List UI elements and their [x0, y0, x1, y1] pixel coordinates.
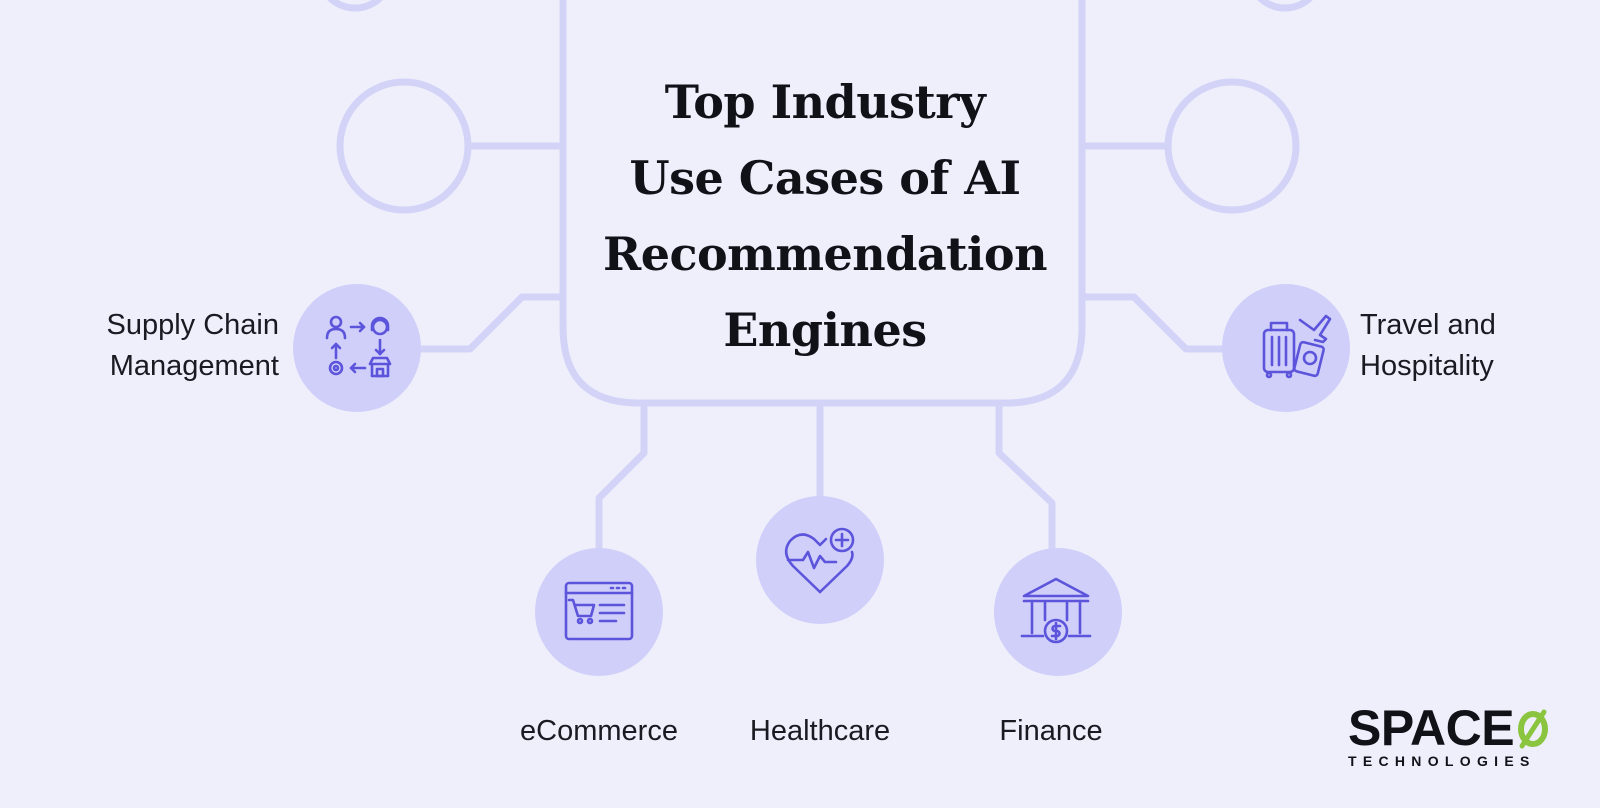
travel-label-line-2: Hospitality: [1360, 350, 1494, 382]
supply-chain-connector: [416, 293, 566, 353]
finance-connector: [995, 400, 1056, 554]
company-logo: SPACE TECHNOLOGIES: [1348, 700, 1568, 769]
top-left-partial-circle: [327, 0, 383, 12]
logo-word: SPACE: [1348, 700, 1515, 756]
travel-label: Travel and Hospitality: [1360, 305, 1496, 387]
travel-connector: [1079, 293, 1230, 353]
supply-chain-label-line-1: Supply Chain: [106, 309, 280, 341]
logo-zero-icon: [1518, 709, 1549, 749]
logo-zero-mark: [1516, 706, 1550, 750]
supply-chain-icon: [325, 315, 392, 378]
luggage-icon: [1262, 314, 1332, 379]
title-line-4: Engines: [723, 303, 927, 357]
logo-wordmark: SPACE: [1348, 700, 1568, 756]
finance-node: [994, 548, 1122, 676]
top-right-partial-circle: [1257, 0, 1313, 12]
heart-pulse-icon: [784, 527, 855, 594]
ecommerce-node: [535, 548, 663, 676]
logo-subtitle: TECHNOLOGIES: [1348, 753, 1536, 769]
title-line-3: Recommendation: [602, 227, 1048, 281]
supply-chain-label: Supply Chain Management: [107, 305, 280, 387]
healthcare-node: [756, 496, 884, 624]
supply-chain-label-line-2: Management: [109, 350, 279, 382]
connector-lines: [327, 0, 1313, 554]
finance-label: Finance: [999, 715, 1103, 747]
ecommerce-connector: [595, 400, 648, 554]
healthcare-label: Healthcare: [749, 715, 891, 747]
left-empty-circle: [336, 78, 472, 214]
title-line-2: Use Cases of AI: [629, 151, 1021, 205]
right-empty-circle: [1164, 78, 1300, 214]
title-line-1: Top Industry: [664, 75, 986, 129]
bank-icon: [1020, 577, 1092, 644]
browser-cart-icon: [564, 581, 634, 641]
ecommerce-label: eCommerce: [520, 715, 678, 747]
travel-label-line-1: Travel and: [1360, 309, 1496, 341]
diagram-title: Top Industry Use Cases of AI Recommendat…: [560, 64, 1090, 368]
supply-chain-node: [293, 284, 421, 412]
